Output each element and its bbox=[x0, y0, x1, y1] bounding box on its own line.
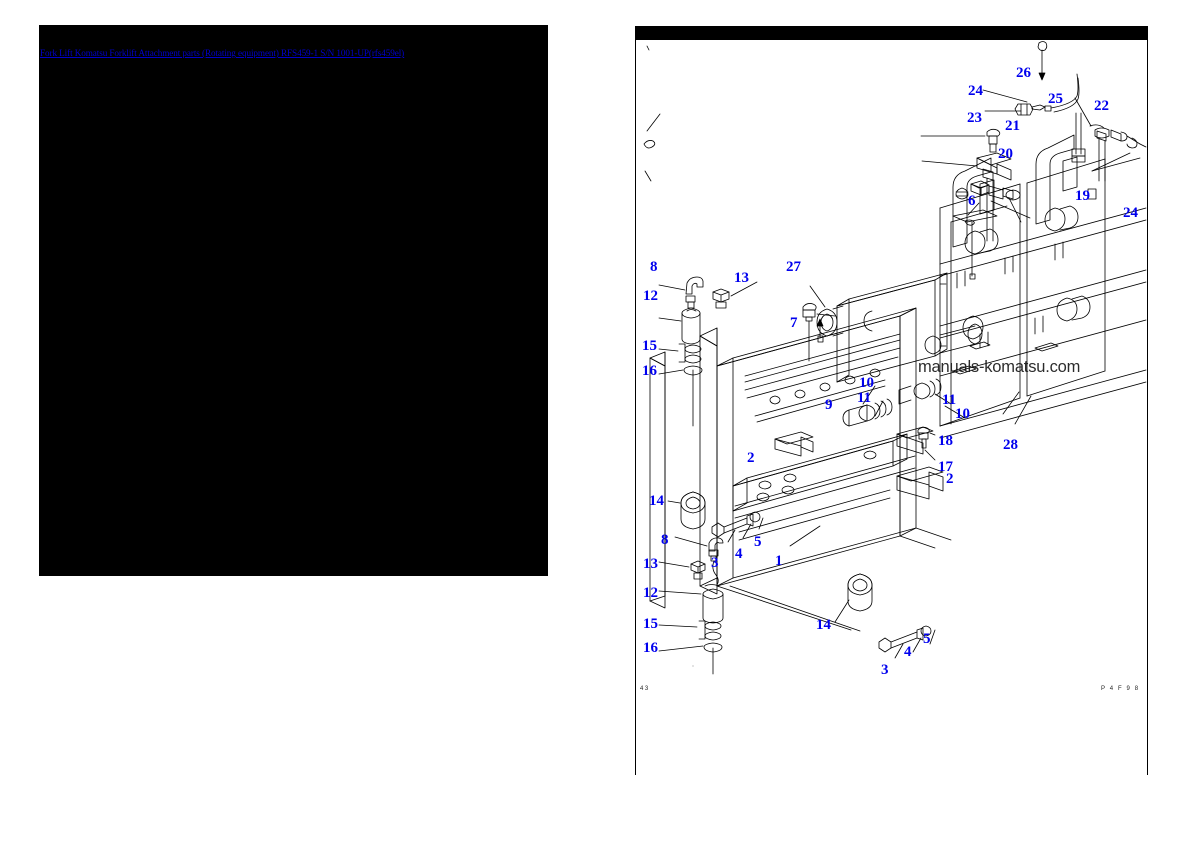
footer-page-number: 43 bbox=[640, 686, 650, 692]
callout-number: 12 bbox=[643, 288, 658, 304]
callout-number: 5 bbox=[923, 631, 931, 647]
callout-number: 8 bbox=[650, 259, 658, 275]
callout-number: 2 bbox=[946, 471, 954, 487]
callout-number: 10 bbox=[955, 406, 970, 422]
callout-number: 15 bbox=[642, 338, 657, 354]
callout-number: 20 bbox=[998, 146, 1013, 162]
callout-number: 27 bbox=[786, 259, 801, 275]
callout-number: 3 bbox=[881, 662, 889, 678]
callout-number: 13 bbox=[734, 270, 749, 286]
diagram-frame-left-border bbox=[635, 40, 637, 775]
callout-number: 26 bbox=[1016, 65, 1031, 81]
callout-number: 4 bbox=[904, 644, 912, 660]
callout-number: 16 bbox=[643, 640, 658, 656]
left-image-placeholder bbox=[39, 25, 548, 576]
callout-number: 2 bbox=[747, 450, 755, 466]
site-watermark: manuals-komatsu.com bbox=[918, 358, 1081, 376]
callout-number: 24 bbox=[1123, 205, 1138, 221]
callout-number: 16 bbox=[642, 363, 657, 379]
callout-number: 28 bbox=[1003, 437, 1018, 453]
callout-number: 4 bbox=[735, 546, 743, 562]
callout-number: 14 bbox=[649, 493, 664, 509]
callout-number: 23 bbox=[967, 110, 982, 126]
callout-number: 14 bbox=[816, 617, 831, 633]
title-segment-manufacturer[interactable]: Fork Lift Komatsu bbox=[40, 48, 108, 58]
callout-number: 5 bbox=[754, 534, 762, 550]
callout-number: 21 bbox=[1005, 118, 1020, 134]
diagram-linework bbox=[643, 41, 1147, 675]
page-title-link[interactable]: Fork Lift Komatsu Forklift Attachment pa… bbox=[40, 48, 550, 58]
callout-number: 19 bbox=[1075, 188, 1090, 204]
callout-number: 13 bbox=[643, 556, 658, 572]
callout-number: 1 bbox=[775, 553, 783, 569]
callout-number: 11 bbox=[857, 390, 872, 406]
callout-number: 15 bbox=[643, 616, 658, 632]
callout-number: 8 bbox=[661, 532, 669, 548]
callout-number: 24 bbox=[968, 83, 983, 99]
callout-number: 12 bbox=[643, 585, 658, 601]
title-segment-model[interactable]: Forklift Attachment parts (Rotating equi… bbox=[109, 48, 405, 58]
callout-number: 17 bbox=[938, 459, 953, 475]
callout-number: 3 bbox=[711, 555, 719, 571]
callout-number: 6 bbox=[968, 193, 976, 209]
callout-number: 18 bbox=[938, 433, 953, 449]
callout-number: 9 bbox=[825, 397, 833, 413]
callout-number: 25 bbox=[1048, 91, 1063, 107]
footer-drawing-code: P 4 F 9 8 bbox=[1101, 686, 1140, 692]
callout-number: 22 bbox=[1094, 98, 1109, 114]
diagram-top-bar bbox=[635, 26, 1148, 40]
diagram-frame-right-border bbox=[1146, 40, 1148, 775]
callout-number: 10 bbox=[859, 375, 874, 391]
callout-number: 11 bbox=[942, 392, 957, 408]
callout-number: 7 bbox=[790, 315, 798, 331]
